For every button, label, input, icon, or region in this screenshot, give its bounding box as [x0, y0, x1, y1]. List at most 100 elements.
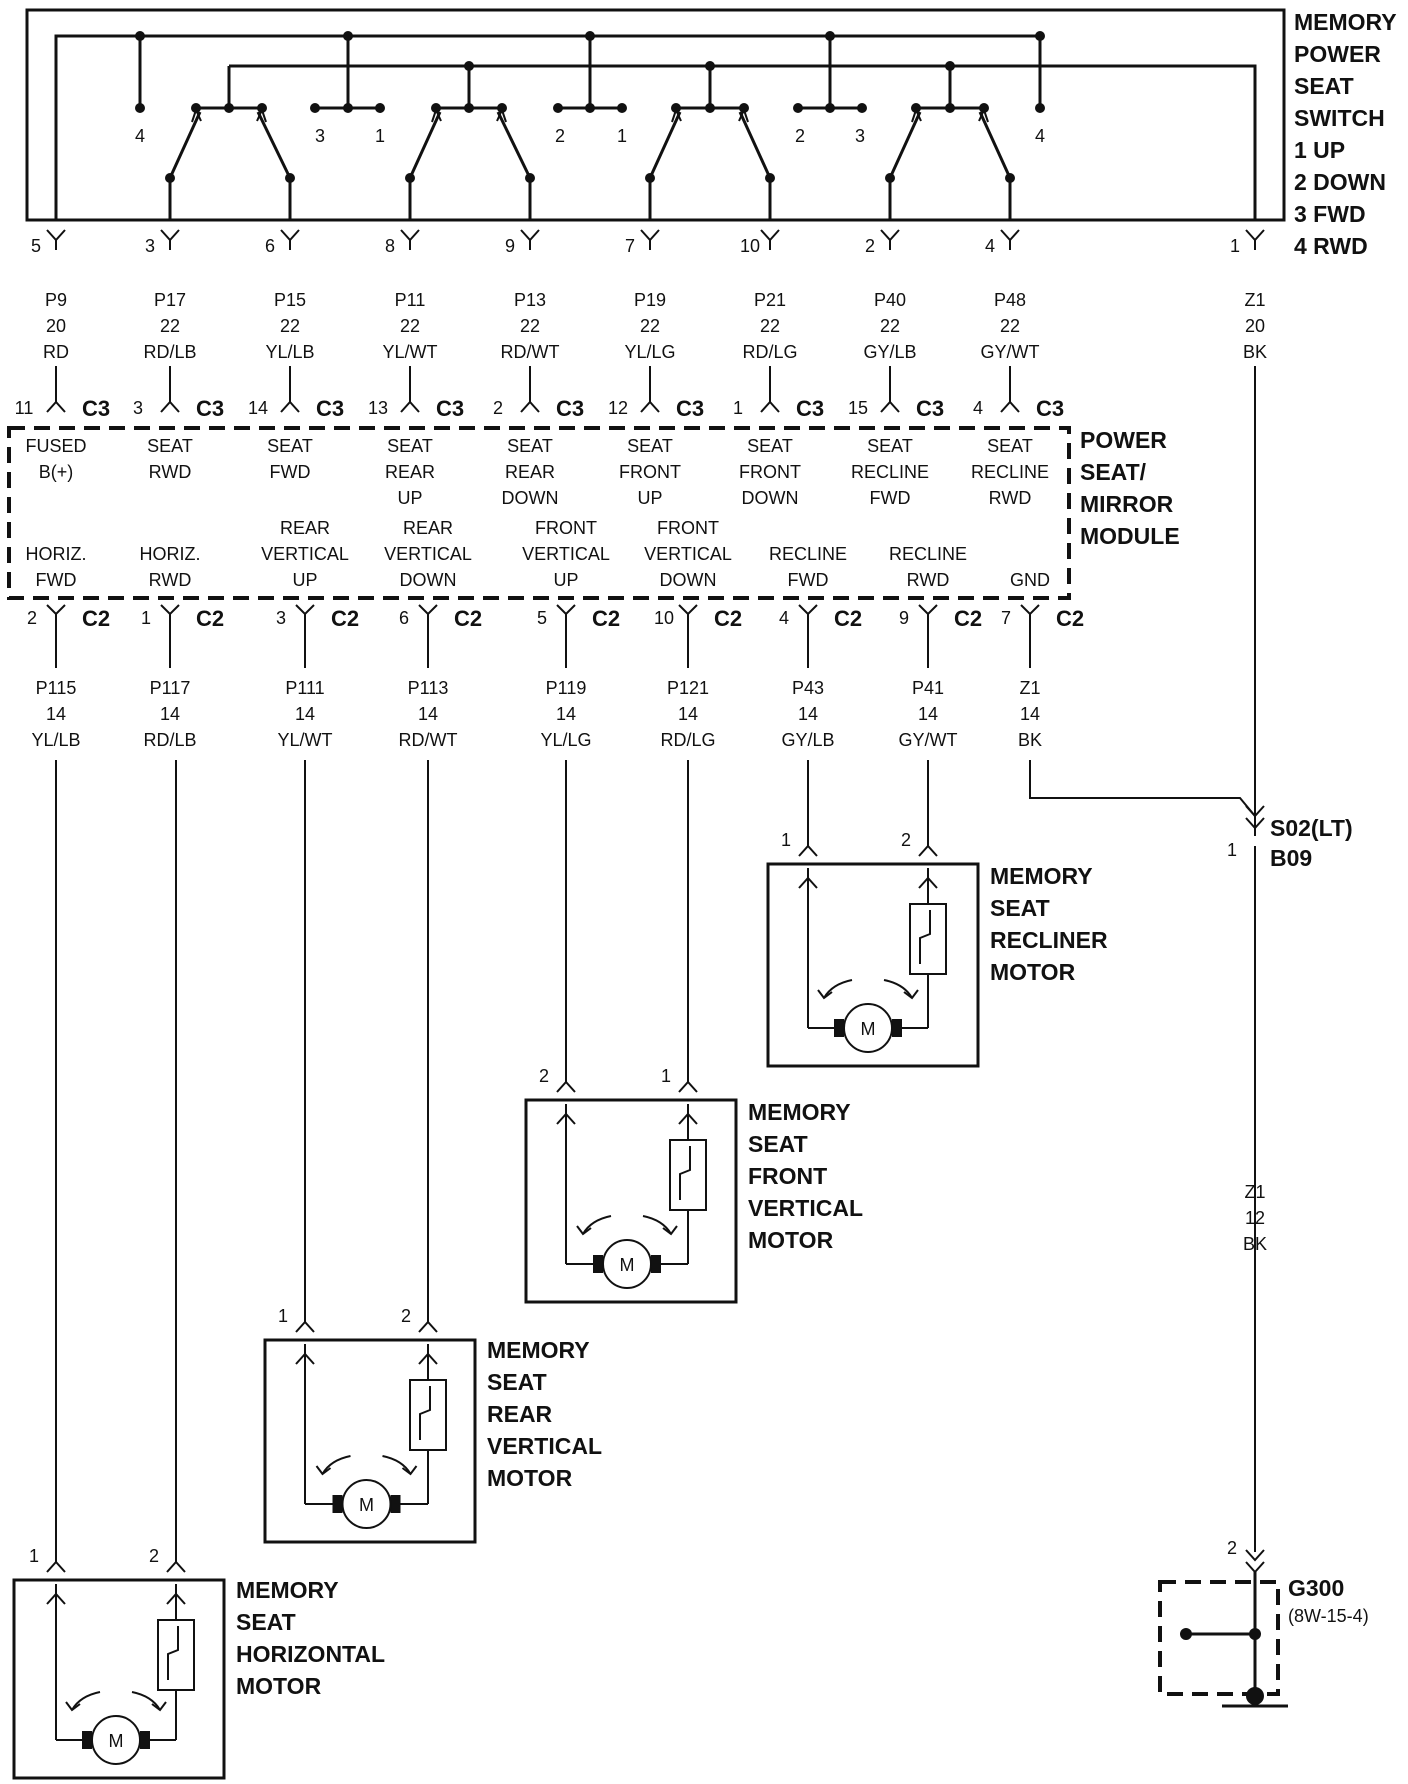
c3-pin-name: SEAT [987, 436, 1033, 456]
c2-pin-number: 3 [276, 608, 286, 628]
wire-gauge: 22 [160, 316, 180, 336]
junction-dot [1249, 1628, 1261, 1640]
motor-label: MEMORY [748, 1099, 851, 1125]
c2-connector-label: C2 [196, 606, 224, 631]
circuit-breaker [909, 903, 947, 975]
c2-pin-name: HORIZ. [140, 544, 201, 564]
wire-circuit: P111 [285, 678, 324, 698]
motor-outline [263, 1338, 477, 1544]
wire-color: YL/WT [277, 730, 332, 750]
wire-color: RD/LB [143, 342, 196, 362]
switch-blade [648, 111, 682, 179]
c3-pin-number: 1 [733, 398, 743, 418]
wire-circuit: Z1 [1019, 678, 1040, 698]
contact-dot [857, 103, 867, 113]
motor-label: MEMORY [990, 863, 1093, 889]
c3-connector [46, 392, 66, 413]
c3-pin-number: 13 [368, 398, 388, 418]
c2-pin-name: VERTICAL [384, 544, 472, 564]
c2-pin-name: UP [292, 570, 317, 590]
circuit-breaker [409, 1379, 447, 1451]
wire-gauge: 12 [1245, 1208, 1265, 1228]
c3-pin-name: FWD [870, 488, 911, 508]
c3-connector [400, 392, 420, 413]
c2-pin-name: RECLINE [769, 544, 847, 564]
wire-color: GY/WT [899, 730, 958, 750]
contact-dot [310, 103, 320, 113]
bus-p9 [54, 34, 140, 220]
c2-connector [295, 604, 315, 626]
switch-internal-label: 4 [135, 126, 145, 146]
switch-internal-label: 3 [855, 126, 865, 146]
c2-pin-name: DOWN [400, 570, 457, 590]
motor-pin-connector [418, 1312, 438, 1333]
motor-brush [390, 1495, 401, 1513]
c2-connector-label: C2 [592, 606, 620, 631]
switch-pin-number: 7 [625, 236, 635, 256]
wire-circuit: P13 [514, 290, 546, 310]
wire-circuit: P21 [754, 290, 786, 310]
rotation-arrowhead [576, 1225, 592, 1236]
ground-dot [1180, 1628, 1192, 1640]
c3-pin-name: SEAT [387, 436, 433, 456]
c3-connector-label: C3 [676, 396, 704, 421]
switch-pin-number: 10 [740, 236, 760, 256]
c3-connector-label: C3 [916, 396, 944, 421]
switch-label: SWITCH [1294, 105, 1385, 131]
c2-pin-name: VERTICAL [644, 544, 732, 564]
motor-pin-number: 2 [539, 1066, 549, 1086]
wire-color: GY/WT [981, 342, 1040, 362]
motor-pin-number: 1 [278, 1306, 288, 1326]
motor-label: MOTOR [990, 959, 1076, 985]
c3-pin-name: FUSED [25, 436, 86, 456]
motor-pin-number: 1 [661, 1066, 671, 1086]
circuit-breaker [669, 1139, 707, 1211]
ground-outline [1158, 1580, 1280, 1696]
motor-label: SEAT [236, 1609, 296, 1635]
c2-pin-name: FRONT [535, 518, 597, 538]
wire-gauge: 22 [880, 316, 900, 336]
switch-internal-label: 1 [617, 126, 627, 146]
motor-circle [602, 1239, 652, 1289]
motor-pin-connector [166, 1552, 186, 1573]
c3-pin-name: FWD [270, 462, 311, 482]
wire-gauge: 22 [400, 316, 420, 336]
c2-pin-name: FRONT [657, 518, 719, 538]
motor-pin-number: 1 [29, 1546, 39, 1566]
wire-color: GY/LB [781, 730, 834, 750]
c2-pin-name: RWD [149, 570, 192, 590]
wire-gauge: 22 [280, 316, 300, 336]
c3-connector [760, 392, 780, 413]
wire-gauge: 22 [760, 316, 780, 336]
c3-pin-number: 4 [973, 398, 983, 418]
wire-circuit: P11 [395, 290, 426, 310]
wire-z1-14 [1029, 760, 1256, 817]
switch-blade [496, 111, 532, 179]
motor-symbol: M [109, 1731, 124, 1751]
motor-label: SEAT [487, 1369, 547, 1395]
motor-symbol: M [620, 1255, 635, 1275]
motor-circle [843, 1003, 893, 1053]
switch-blade [738, 111, 772, 179]
motor-brush [892, 1019, 902, 1037]
ground-name: G300 [1288, 1575, 1344, 1601]
c3-pin-name: RWD [989, 488, 1032, 508]
c2-connector-label: C2 [82, 606, 110, 631]
c2-pin-name: GND [1010, 570, 1050, 590]
motor-pin-number: 2 [401, 1306, 411, 1326]
c2-connector [418, 604, 438, 626]
switch-pin-connector [640, 229, 660, 250]
c2-connector-label: C2 [714, 606, 742, 631]
wire-circuit: P41 [912, 678, 944, 698]
switch-pin-connector [1245, 229, 1265, 250]
c2-connector-label: C2 [1056, 606, 1084, 631]
switch-pin-connector [160, 229, 180, 250]
wire-color: YL/LG [540, 730, 591, 750]
ground-ref: (8W-15-4) [1288, 1606, 1369, 1626]
c3-connector [1000, 392, 1020, 413]
switch-pin-connector [1000, 229, 1020, 250]
motor-pin-connector [295, 1312, 315, 1333]
contact-dot [585, 103, 595, 113]
